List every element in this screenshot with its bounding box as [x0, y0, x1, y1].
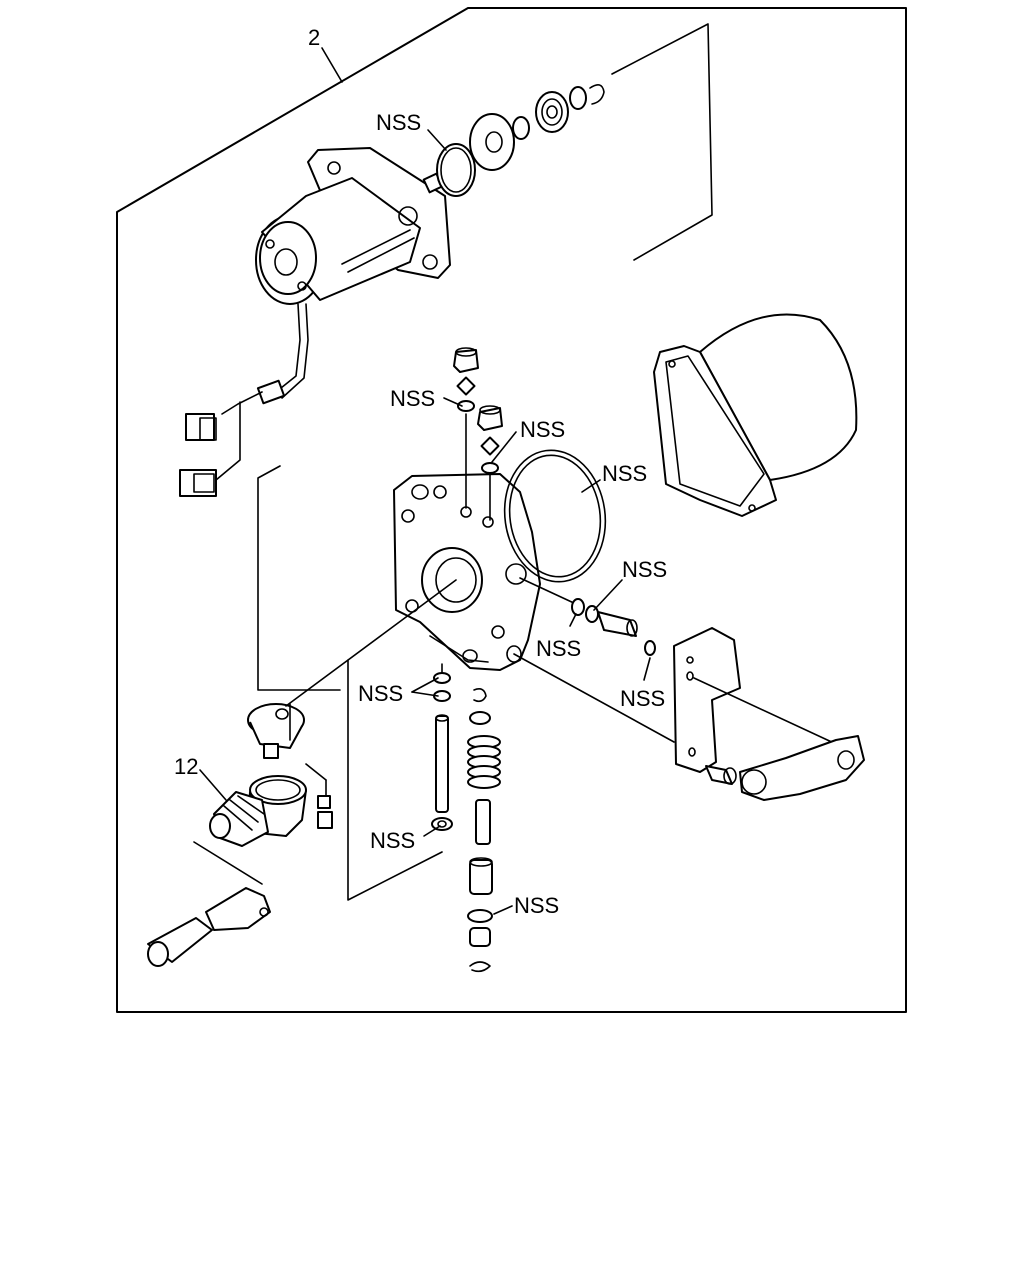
spring: [467, 735, 501, 789]
nss-label: NSS: [520, 417, 565, 442]
motor-wiring-harness: [179, 303, 309, 497]
mounting-bracket: [673, 627, 741, 773]
motor-group-line: [611, 23, 713, 261]
sub-assembly-number: 12: [174, 754, 198, 779]
pushrod: [147, 841, 271, 967]
pump-cover: [653, 313, 858, 517]
large-o-ring: [503, 449, 607, 583]
flow-connector: [247, 703, 305, 759]
boot-assembly: [209, 763, 333, 847]
nss-label: NSS: [602, 461, 647, 486]
housing-to-connector-line: [285, 579, 457, 707]
lever-arm: [693, 677, 865, 801]
motor-shaft-parts: [436, 84, 605, 197]
nss-label: NSS: [376, 110, 421, 135]
electric-motor: [255, 147, 451, 305]
group-line-center: [347, 659, 443, 901]
leader-12: [199, 769, 227, 801]
nss-label: NSS: [390, 386, 435, 411]
side-shaft-parts: [519, 577, 656, 656]
housing-to-bracket-line: [513, 653, 675, 743]
nss-label: NSS: [620, 686, 665, 711]
assembly-number: 2: [308, 25, 320, 50]
pump-housing: [393, 473, 541, 671]
nss-label: NSS: [622, 557, 667, 582]
assembly-boundary: [116, 7, 907, 1013]
valve-stack: [431, 663, 501, 973]
group-line-left: [257, 465, 341, 691]
large-o-ring-inner: [508, 454, 602, 578]
leader-2: [321, 47, 343, 83]
nss-label: NSS: [358, 681, 403, 706]
top-fittings: [453, 347, 503, 521]
nss-label: NSS: [536, 636, 581, 661]
nss-label: NSS: [370, 828, 415, 853]
nss-label: NSS: [514, 893, 559, 918]
nss-leaders: [411, 129, 651, 915]
